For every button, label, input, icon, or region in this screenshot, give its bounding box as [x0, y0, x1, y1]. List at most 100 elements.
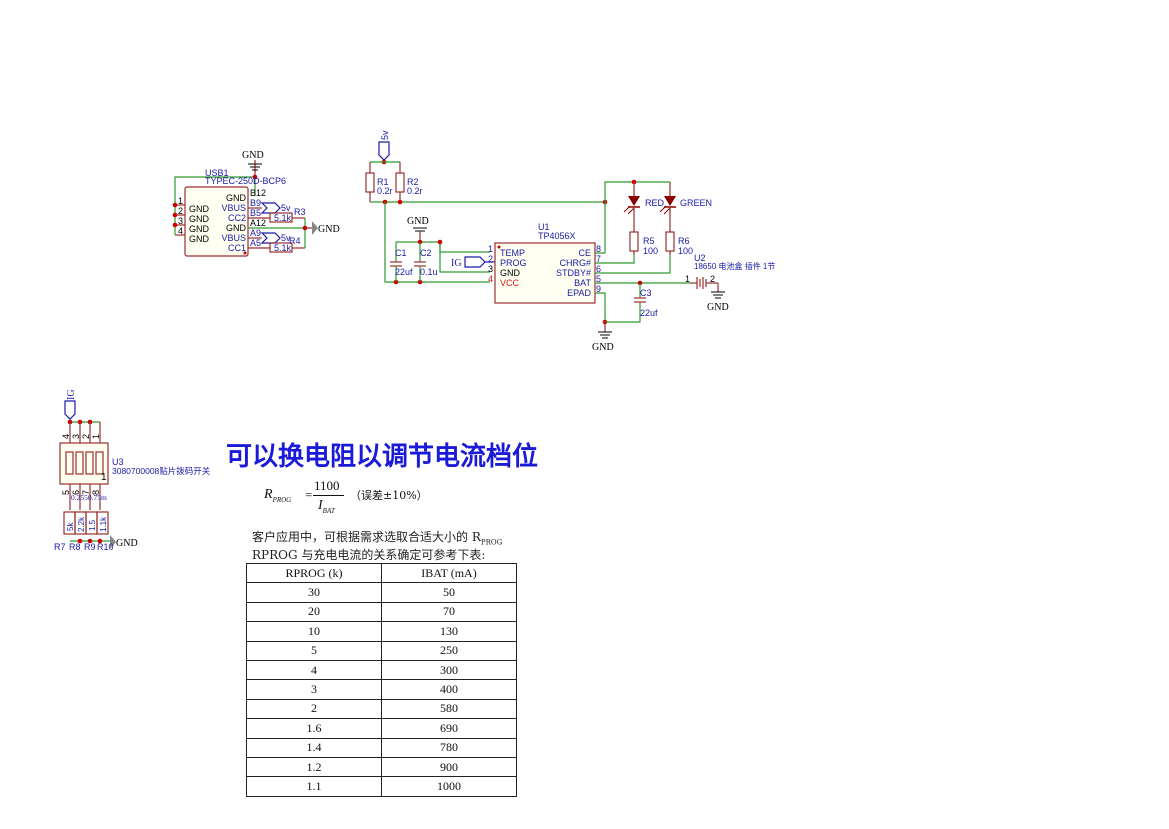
gnd-label-usb-top: GND — [242, 150, 264, 161]
header-rprog: RPROG (k) — [246, 562, 382, 584]
pin-id: A12 — [250, 218, 266, 228]
junction — [437, 239, 443, 245]
dip-toggle-4[interactable] — [95, 451, 104, 475]
c2-ref: C2 — [420, 248, 432, 258]
r5-value: 100 — [643, 246, 658, 256]
pin-number: 4 — [488, 274, 493, 284]
ig-port-label: IG — [66, 389, 77, 400]
pin-number: 3 — [71, 434, 81, 439]
pin-id: A5 — [250, 238, 261, 248]
junction — [397, 199, 403, 205]
cell-ibat: 780 — [381, 737, 517, 758]
pin-number: 1 — [488, 244, 493, 254]
pin-number: 1 — [178, 196, 183, 206]
pin1-marker — [243, 251, 247, 255]
cell-rprog: 20 — [246, 601, 382, 623]
usb-value: TYPEC-250D-BCP6 — [205, 176, 286, 186]
pin-number: 3 — [488, 264, 493, 274]
c1-value: 22uf — [395, 267, 413, 277]
pin-number: 5 — [61, 490, 71, 495]
net-port-5v-icon — [260, 232, 281, 244]
r7-value: 5k — [66, 522, 75, 531]
r2-ref: R2 — [407, 177, 419, 187]
cell-ibat: 1000 — [381, 776, 517, 797]
gnd-label: GND — [592, 342, 614, 353]
resistor-r5 — [629, 231, 639, 252]
cell-rprog: 30 — [246, 582, 382, 603]
battery-pin2: 2 — [710, 274, 715, 284]
u1-body — [494, 242, 596, 304]
pin-id: B5 — [250, 208, 261, 218]
pin-number: 7 — [81, 490, 91, 495]
r10-value: 1.1k — [99, 516, 108, 532]
current-labels: 0.2550.75m — [71, 493, 107, 502]
pin-number: 2 — [178, 206, 183, 216]
pin-name-stdby: STDBY# — [556, 268, 591, 278]
dip-value: 3080700008贴片拨码开关 — [112, 466, 211, 476]
pin-name: GND — [189, 234, 210, 244]
r4-value: 5.1k — [274, 243, 292, 253]
r3-ref: R3 — [294, 207, 306, 217]
battery-value: 18650 电池盒 插件 1节 — [694, 261, 775, 271]
c2-value: 0.1u — [420, 267, 438, 277]
port-label: 5v — [380, 130, 390, 140]
cell-rprog: 1.1 — [246, 776, 382, 797]
pin-number: 4 — [61, 434, 71, 439]
pin-name: VBUS — [221, 233, 246, 243]
cell-ibat: 580 — [381, 698, 517, 720]
input-power[interactable]: 5v R1 0.2r R2 0.2r GND C1 — [365, 130, 608, 285]
c3-value: 22uf — [640, 308, 658, 318]
led-indicators[interactable]: RED R5 100 GREEN R6 100 — [623, 182, 712, 256]
power-port-5v-icon — [378, 141, 390, 161]
dip-toggle-2[interactable] — [75, 451, 84, 475]
r4-ref: R4 — [289, 236, 301, 246]
r2-value: 0.2r — [407, 186, 423, 196]
para1-text: 客户应用中，可根据需求选取合适大小的 R — [252, 530, 481, 544]
usb-connector[interactable]: GND USB1 TYPEC-250D-BCP6 1 2 3 4 GND GND… — [172, 150, 340, 257]
gnd-label: GND — [407, 216, 429, 227]
pin-number: 8 — [91, 490, 101, 495]
u1-ref: U1 — [538, 222, 550, 232]
cell-ibat: 250 — [381, 640, 517, 661]
r8-value: 2.2k — [77, 516, 86, 532]
pin1-marker — [497, 245, 501, 249]
battery-section[interactable]: C3 22uf 1 2 GND U2 18650 电池盒 插件 1节 — [634, 253, 775, 318]
wire — [396, 241, 490, 253]
dip-toggle-1[interactable] — [65, 451, 74, 475]
light-ray-icon — [627, 207, 635, 215]
formula-numerator: 1100 — [314, 478, 340, 493]
pin-number: 1 — [91, 434, 101, 439]
cell-rprog: 4 — [246, 659, 382, 681]
led-green-label: GREEN — [680, 198, 712, 208]
dip-toggle-3[interactable] — [85, 451, 94, 475]
pin-name-chrg: CHRG# — [559, 258, 591, 268]
cell-rprog: 10 — [246, 621, 382, 642]
r8-ref: R8 — [69, 542, 81, 552]
dip-switch-body — [59, 442, 109, 485]
c3-ref: C3 — [640, 288, 652, 298]
light-ray-icon — [663, 207, 671, 215]
r9-ref: R9 — [84, 542, 96, 552]
pin-name: GND — [189, 204, 210, 214]
r1-ref: R1 — [377, 177, 389, 187]
pin-name-vcc: VCC — [500, 278, 520, 288]
pin-name: GND — [226, 223, 247, 233]
battery-pin1: 1 — [685, 274, 690, 284]
switch-mark: 1 — [101, 472, 107, 483]
dip-switch-section[interactable]: IG 4 3 2 1 1 U3 3080700008贴片拨码开关 5 6 7 8… — [54, 389, 211, 552]
cell-rprog: 1.2 — [246, 756, 382, 778]
u1-tp4056[interactable]: U1 TP4056X 1 2 3 4 TEMP PROG GND VCC CE … — [488, 179, 690, 353]
note-paragraph-1: 客户应用中，可根据需求选取合适大小的 RPROG — [252, 528, 502, 546]
light-ray-icon — [659, 205, 667, 213]
formula-tolerance: （误差±10%） — [350, 489, 428, 502]
light-ray-icon — [623, 205, 631, 213]
cell-ibat: 900 — [381, 756, 517, 778]
